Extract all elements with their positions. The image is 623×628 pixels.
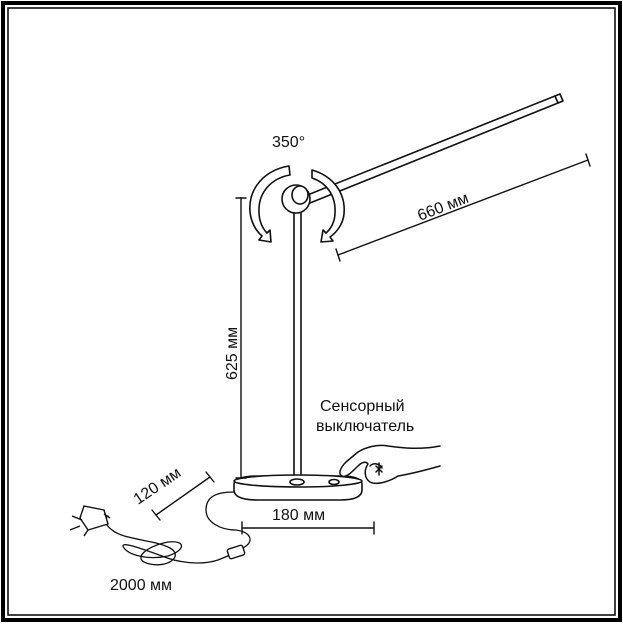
rotation-label: 350° — [272, 134, 305, 151]
power-cable — [104, 491, 251, 566]
stem-socket — [289, 478, 305, 486]
touch-switch-label-line2: выключатель — [316, 418, 414, 435]
arm-length-label: 660 мм — [415, 190, 471, 225]
base-depth-label: 120 мм — [131, 465, 185, 509]
lamp-stem — [293, 209, 302, 483]
height-label: 625 мм — [224, 327, 241, 380]
light-arm — [299, 93, 564, 206]
rotation-arrow-left — [249, 165, 291, 243]
inner-frame — [7, 7, 616, 616]
hand — [339, 444, 441, 485]
lamp — [233, 93, 564, 501]
base-width-label: 180 мм — [272, 507, 325, 524]
arm-dimension-line — [337, 159, 589, 256]
cable — [161, 491, 251, 564]
cable-coil — [104, 515, 183, 566]
dimension-lines — [151, 153, 591, 535]
hand-illustration — [339, 444, 441, 485]
light-arm-tip — [554, 95, 559, 104]
power-adapter — [69, 505, 111, 537]
touch-switch — [328, 478, 340, 486]
rotation-arrow-right — [311, 169, 345, 243]
rotation-indicator — [249, 165, 345, 243]
base-depth-dimension-line — [155, 476, 211, 516]
hinge-cap — [291, 185, 309, 205]
cable-length-label: 2000 мм — [110, 577, 172, 594]
inline-switch — [226, 544, 246, 560]
touch-switch-label-line1: Сенсорный — [320, 398, 405, 415]
